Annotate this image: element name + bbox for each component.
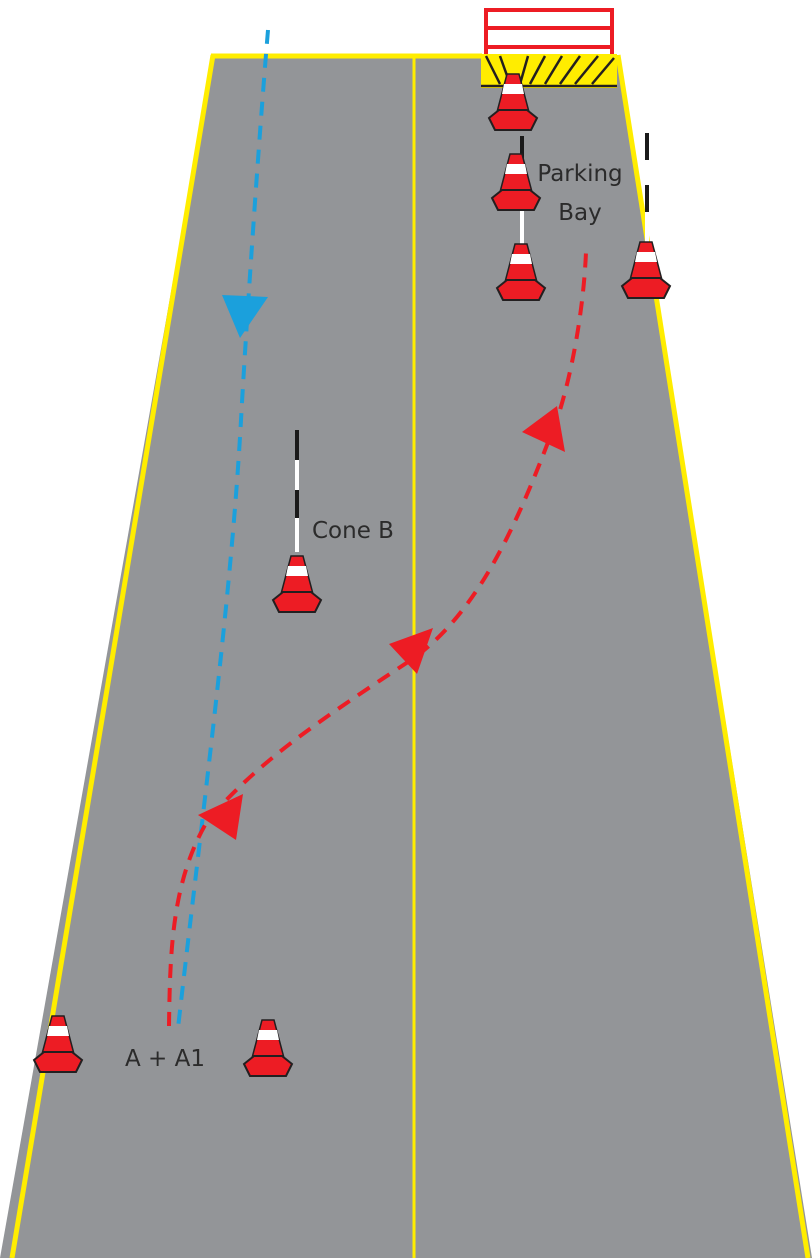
direction-arrow-icon [522, 406, 565, 452]
forward-path [176, 29, 270, 1029]
direction-arrow-icon [198, 794, 243, 840]
reverse-path [167, 251, 588, 1027]
direction-arrow-icon [389, 628, 433, 674]
barrier-icon [484, 8, 614, 54]
start-position-label: A + A1 [125, 1046, 205, 1072]
cone-b-label: Cone B [312, 518, 394, 544]
direction-arrow-icon [222, 295, 268, 338]
parking-bay-label-line2: Bay [558, 200, 601, 226]
parking-bay-label-line1: Parking [537, 161, 622, 187]
hatched-bay-block [481, 54, 617, 88]
